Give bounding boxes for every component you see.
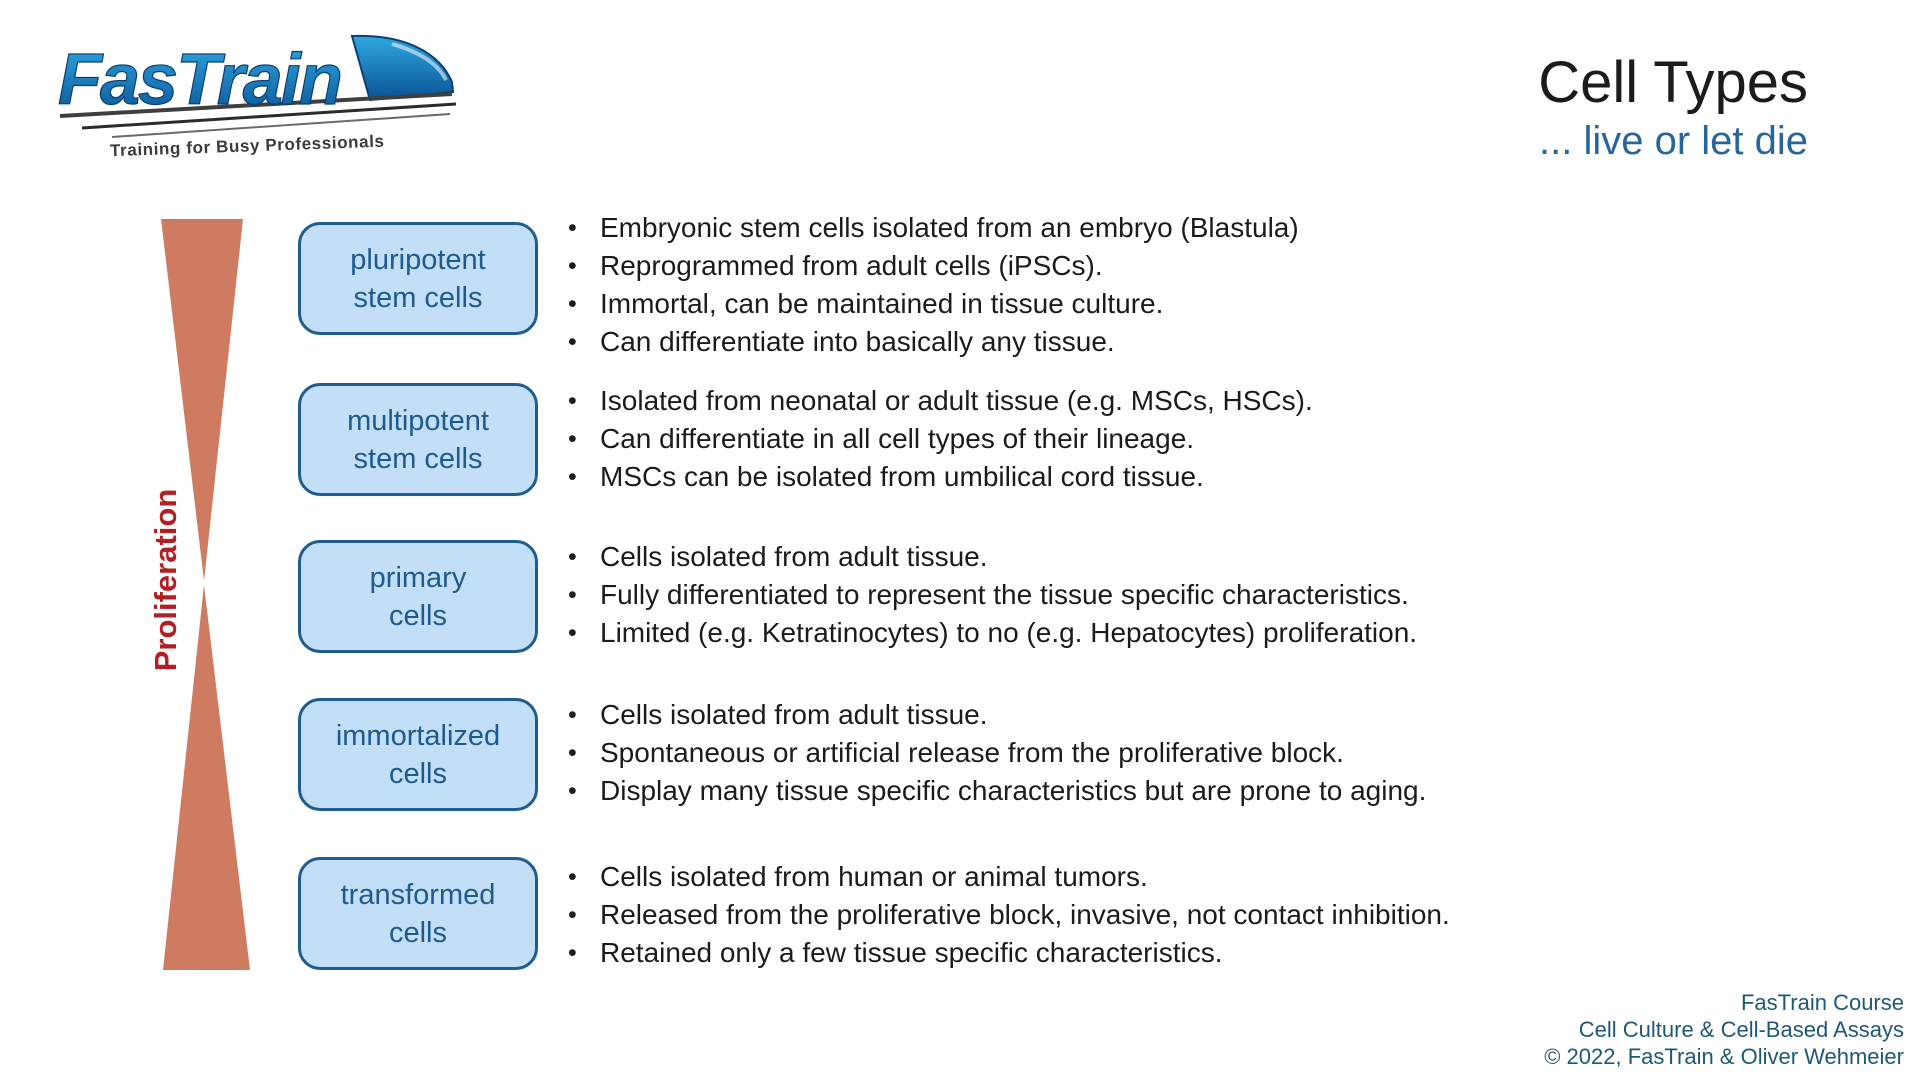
proliferation-funnel-icon [161, 219, 250, 970]
bullet-item: Fully differentiated to represent the ti… [560, 576, 1660, 614]
bullet-item: Released from the proliferative block, i… [560, 896, 1660, 934]
bullet-item: Reprogrammed from adult cells (iPSCs). [560, 247, 1660, 285]
footer-copyright: © 2022, FasTrain & Oliver Wehmeier [1544, 1044, 1904, 1069]
bullet-list-multipotent: Isolated from neonatal or adult tissue (… [560, 382, 1660, 496]
bullet-item: Cells isolated from adult tissue. [560, 696, 1660, 734]
bullet-item: Immortal, can be maintained in tissue cu… [560, 285, 1660, 323]
cell-type-box-pluripotent-stem-cells: pluripotent stem cells [298, 222, 538, 335]
footer-course: FasTrain Course [1740, 990, 1904, 1015]
bullet-list-primary: Cells isolated from adult tissue. Fully … [560, 538, 1660, 652]
page-title: Cell Types [1538, 50, 1808, 115]
cell-type-box-multipotent-stem-cells: multipotent stem cells [298, 383, 538, 496]
bullet-item: Display many tissue specific characteris… [560, 772, 1660, 810]
bullet-item: Limited (e.g. Ketratinocytes) to no (e.g… [560, 614, 1660, 652]
bullet-item: Spontaneous or artificial release from t… [560, 734, 1660, 772]
bullet-item: Embryonic stem cells isolated from an em… [560, 209, 1660, 247]
footer: FasTrain Course Cell Culture & Cell-Base… [1544, 989, 1904, 1070]
train-logo-icon: FasTrain [57, 34, 457, 138]
bullet-item: Retained only a few tissue specific char… [560, 934, 1660, 972]
bullet-list-immortalized: Cells isolated from adult tissue. Sponta… [560, 696, 1660, 810]
page-subtitle: ... live or let die [1538, 119, 1808, 163]
bullet-list-pluripotent: Embryonic stem cells isolated from an em… [560, 209, 1660, 361]
bullet-item: Can differentiate in all cell types of t… [560, 420, 1660, 458]
brand-text: FasTrain [58, 40, 341, 120]
cell-type-box-transformed-cells: transformed cells [298, 857, 538, 970]
bullet-item: Cells isolated from adult tissue. [560, 538, 1660, 576]
cell-type-box-primary-cells: primary cells [298, 540, 538, 653]
bullet-item: Isolated from neonatal or adult tissue (… [560, 382, 1660, 420]
footer-course-subject: Cell Culture & Cell-Based Assays [1578, 1017, 1904, 1042]
bullet-list-transformed: Cells isolated from human or animal tumo… [560, 858, 1660, 972]
bullet-item: Can differentiate into basically any tis… [560, 323, 1660, 361]
bullet-item: MSCs can be isolated from umbilical cord… [560, 458, 1660, 496]
fastrain-logo: FasTrain Training for Busy Professionals [52, 20, 462, 180]
cell-type-box-immortalized-cells: immortalized cells [298, 698, 538, 811]
bullet-item: Cells isolated from human or animal tumo… [560, 858, 1660, 896]
proliferation-axis-label: Proliferation [148, 488, 183, 672]
title-block: Cell Types ... live or let die [1538, 50, 1808, 166]
